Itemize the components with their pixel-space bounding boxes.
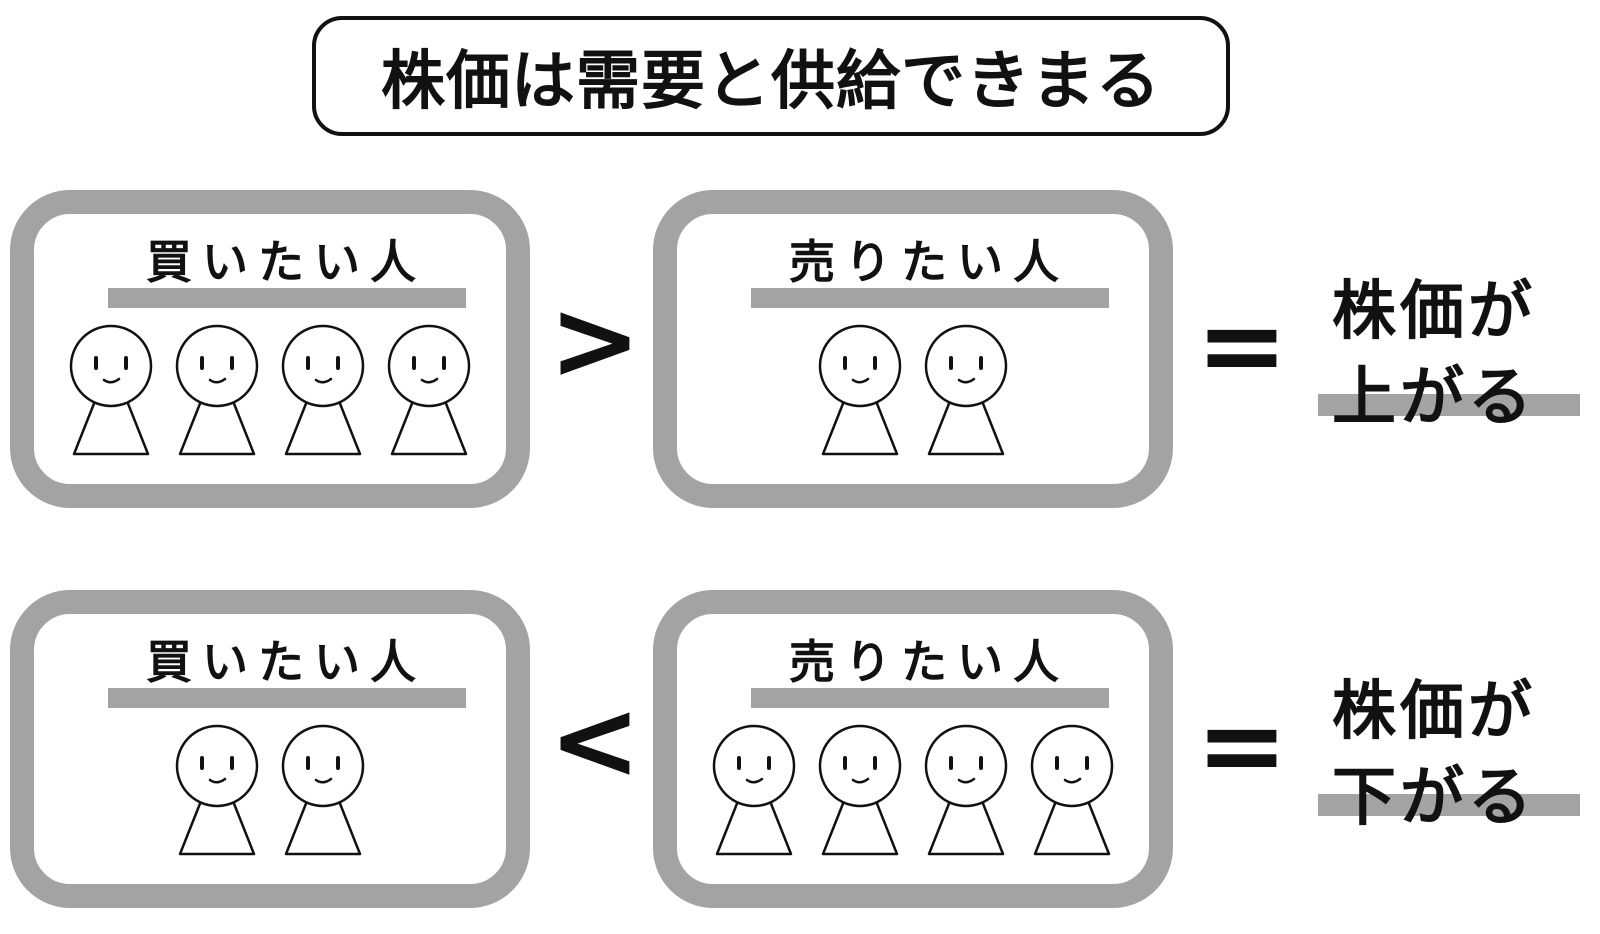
row2-buyers-underline (108, 688, 466, 708)
row1-sellers-label: 売りたい人 (789, 235, 1069, 289)
row1-buyers-box: 買いたい人 (10, 190, 530, 508)
row2-buyers-label: 買いたい人 (146, 635, 426, 689)
row2-result: 株価が 下がる (1318, 660, 1588, 835)
row1-result-underline (1318, 394, 1580, 416)
row1-buyers-underline (108, 288, 466, 308)
person-figure-icon (815, 724, 905, 864)
row2-buyers-box: 買いたい人 (10, 590, 530, 908)
row1-result: 株価が 上がる (1318, 260, 1588, 435)
row1-buyers-label: 買いたい人 (146, 235, 426, 289)
row2-buyers-people (34, 724, 506, 864)
row1-greater-than-operator: > (548, 276, 642, 404)
row2-sellers-underline (751, 688, 1109, 708)
row2-sellers-people (677, 724, 1149, 864)
row2-sellers-box: 売りたい人 (653, 590, 1173, 908)
row1-result-line1: 株価が (1332, 275, 1536, 349)
person-figure-icon (921, 324, 1011, 464)
row1-equals-sign: = (1195, 281, 1289, 409)
row2-less-than-operator: < (548, 676, 642, 804)
person-figure-icon (172, 724, 262, 864)
person-figure-icon (921, 724, 1011, 864)
person-figure-icon (66, 324, 156, 464)
person-figure-icon (384, 324, 474, 464)
diagram-title: 株価は需要と供給できまる (381, 45, 1161, 119)
row1-sellers-underline (751, 288, 1109, 308)
row2-result-underline (1318, 794, 1580, 816)
person-figure-icon (815, 324, 905, 464)
row1-result-line2: 上がる (1332, 361, 1536, 435)
row2-result-line2: 下がる (1332, 761, 1536, 835)
row2-result-line1: 株価が (1332, 675, 1536, 749)
person-figure-icon (278, 324, 368, 464)
row1-sellers-box: 売りたい人 (653, 190, 1173, 508)
row2-sellers-label: 売りたい人 (789, 635, 1069, 689)
row2-equals-sign: = (1195, 681, 1289, 809)
title-box: 株価は需要と供給できまる (312, 16, 1230, 136)
row1-sellers-people (677, 324, 1149, 464)
person-figure-icon (172, 324, 262, 464)
person-figure-icon (278, 724, 368, 864)
person-figure-icon (1027, 724, 1117, 864)
row1-buyers-people (34, 324, 506, 464)
person-figure-icon (709, 724, 799, 864)
